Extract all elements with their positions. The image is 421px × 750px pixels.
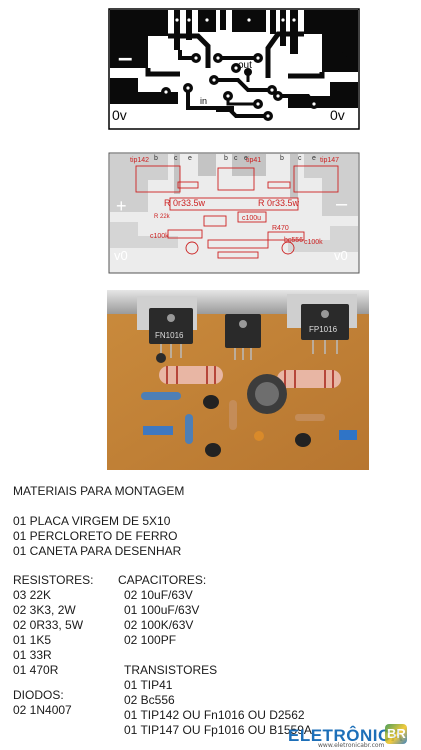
resistor-item-2: 02 3K3, 2W bbox=[13, 603, 76, 617]
resistor-item-3: 02 0R33, 5W bbox=[13, 618, 84, 632]
resistor-item-1: 03 22K bbox=[13, 588, 52, 602]
pcb-parts-placement: tip142 tip41 tip147 R 0r33.5w R 0r33.5w … bbox=[108, 152, 360, 274]
parts-c100u-label: c100u bbox=[242, 215, 261, 222]
pcb-0v-left-label: 0v bbox=[112, 107, 127, 123]
parts-e1-label: e bbox=[188, 155, 192, 162]
transistor-item-1: 01 TIP41 bbox=[124, 678, 173, 692]
transistor-item-3: 01 TIP142 OU Fn1016 OU D2562 bbox=[124, 708, 305, 722]
parts-v0-right-label: v0 bbox=[334, 248, 348, 263]
parts-c100k-label: c100k bbox=[150, 233, 169, 240]
parts-tip147-label: tip147 bbox=[320, 157, 339, 164]
brand-logo-badge-text: BR bbox=[387, 726, 406, 741]
brand-logo-url: www.eletronicabr.com bbox=[318, 742, 385, 749]
parts-tip142-label: tip142 bbox=[130, 157, 149, 164]
resistor-item-4: 01 1K5 bbox=[13, 633, 52, 647]
parts-r-right-label: R 0r33.5w bbox=[258, 198, 300, 208]
power-transistor-left bbox=[149, 308, 193, 344]
materials-title: MATERIAIS PARA MONTAGEM bbox=[13, 484, 185, 498]
pcb-plus-label: + bbox=[336, 47, 348, 69]
transistors-heading: TRANSISTORES bbox=[124, 663, 218, 677]
chip-fn1016-label: FN1016 bbox=[155, 331, 184, 340]
basic-item-2: 01 PERCLORETO DE FERRO bbox=[13, 529, 178, 543]
parts-b1-label: b bbox=[154, 155, 158, 162]
brand-logo-badge: BR bbox=[385, 724, 407, 744]
capacitor-item-2: 01 100uF/63V bbox=[124, 603, 200, 617]
chip-fp1016-label: FP1016 bbox=[309, 325, 338, 334]
parts-c1-label: c bbox=[174, 155, 178, 162]
parts-c3-label: c bbox=[298, 155, 302, 162]
parts-plus-label: + bbox=[116, 196, 127, 216]
parts-c100k-2-label: c100k bbox=[304, 239, 323, 246]
parts-r470-label: R470 bbox=[272, 225, 289, 232]
capacitor-item-4: 02 100PF bbox=[124, 633, 177, 647]
parts-b2-label: b bbox=[224, 155, 228, 162]
diode-item-1: 02 1N4007 bbox=[13, 703, 72, 717]
diodes-heading: DIODOS: bbox=[13, 688, 64, 702]
parts-bc556-label: bc556 bbox=[284, 237, 303, 244]
parts-c2-label: c bbox=[234, 155, 238, 162]
pcb-minus-label: – bbox=[118, 42, 132, 72]
parts-r22k-label: R 22k bbox=[154, 214, 171, 220]
parts-v0-left-label: v0 bbox=[114, 248, 128, 263]
capacitors-heading: CAPACITORES: bbox=[118, 573, 207, 587]
pcb-in-label: in bbox=[200, 96, 207, 106]
resistor-item-6: 01 470R bbox=[13, 663, 59, 677]
transistor-item-4: 01 TIP147 OU Fp1016 OU B1559A bbox=[124, 723, 312, 737]
assembled-board-photo: FN1016 FP1016 bbox=[107, 290, 369, 470]
transistor-item-2: 02 Bc556 bbox=[124, 693, 175, 707]
parts-r-left-label: R 0r33.5w bbox=[164, 198, 206, 208]
basic-item-1: 01 PLACA VIRGEM DE 5X10 bbox=[13, 514, 171, 528]
parts-tip41-label: tip41 bbox=[246, 157, 261, 164]
parts-minus-label: – bbox=[336, 193, 348, 215]
brand-logo-text: ELETRÔNICA bbox=[288, 726, 404, 745]
pcb-0v-right-label: 0v bbox=[330, 107, 345, 123]
pcb-out-label: out bbox=[238, 60, 252, 71]
parts-e3-label: e bbox=[312, 155, 316, 162]
resistor-item-5: 01 33R bbox=[13, 648, 52, 662]
resistors-heading: RESISTORES: bbox=[13, 573, 94, 587]
capacitor-item-1: 02 10uF/63V bbox=[124, 588, 193, 602]
parts-b3-label: b bbox=[280, 155, 284, 162]
parts-e2-label: e bbox=[244, 155, 248, 162]
capacitor-item-3: 02 100K/63V bbox=[124, 618, 194, 632]
pcb-copper-layout: – + out in 0v 0v bbox=[108, 8, 360, 130]
basic-item-3: 01 CANETA PARA DESENHAR bbox=[13, 544, 182, 558]
